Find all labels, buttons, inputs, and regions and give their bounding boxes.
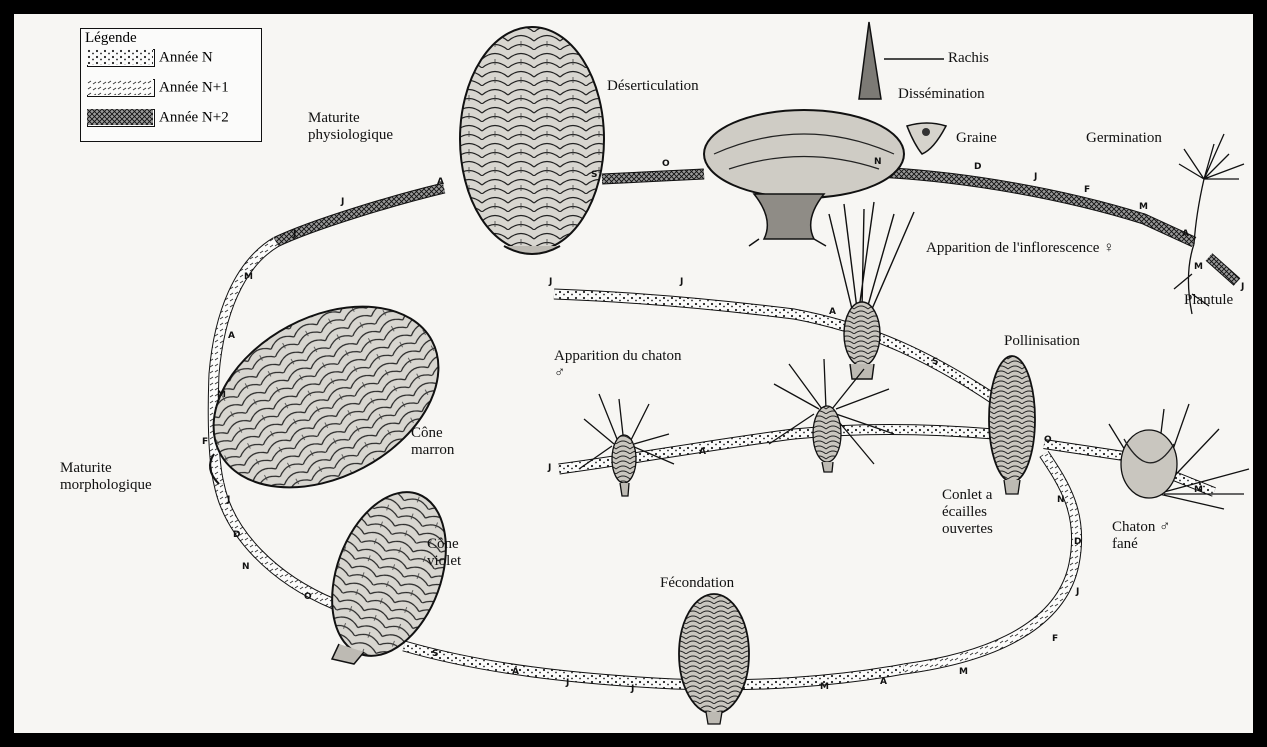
- label-maturite-physiologique: Maturite physiologique: [308, 110, 428, 144]
- tick-top-right-4: D: [974, 162, 981, 172]
- male-catkin-large-illustration: [769, 359, 894, 472]
- tick-top-right-7: M: [1139, 202, 1148, 212]
- tick-right-3: N: [1057, 495, 1065, 505]
- tick-top-right-5: J: [1033, 172, 1037, 182]
- tick-top-right-6: F: [1084, 185, 1090, 195]
- label-fecondation: Fécondation: [660, 575, 734, 592]
- tick-right-6: F: [1052, 634, 1058, 644]
- tick-plantule-1: M: [1194, 262, 1203, 272]
- tick-left-5: J: [226, 495, 230, 505]
- track-top-right: [602, 172, 1194, 242]
- male-catkin-small-illustration: [579, 394, 674, 496]
- legend-item-year-n: Année N: [87, 49, 213, 67]
- tick-left-1: M: [244, 272, 253, 282]
- tick-left-2: A: [228, 331, 235, 341]
- label-pollinisation: Pollinisation: [1004, 333, 1080, 350]
- tick-top-left-2: J: [340, 197, 344, 207]
- tick-bottom-7: M: [959, 667, 968, 677]
- tick-left-8: O: [304, 592, 312, 602]
- legend-item-year-n1: Année N+1: [87, 79, 229, 97]
- label-cone-marron: Cône marron: [411, 425, 466, 459]
- tick-left-4: F: [202, 437, 208, 447]
- label-apparition-chaton: Apparition du chaton ♂: [554, 348, 694, 382]
- legend-item-year-n2: Année N+2: [87, 109, 229, 127]
- tick-bottom-5: M: [820, 682, 829, 692]
- disseminating-cone-illustration: [704, 22, 944, 246]
- tick-right-1: O: [1044, 435, 1052, 445]
- label-conlet: Conlet a écailles ouvertes: [942, 487, 1022, 538]
- tick-left-6: D: [233, 530, 240, 540]
- label-deserticulation: Déserticulation: [607, 78, 699, 95]
- label-rachis: Rachis: [948, 50, 989, 67]
- legend-swatch-dashes: [87, 79, 155, 97]
- tick-chaton-1: J: [547, 463, 551, 473]
- tick-top-left-3: J: [292, 229, 296, 239]
- track-bottom: [404, 646, 904, 685]
- label-maturite-morphologique: Maturite morphologique: [60, 460, 180, 494]
- tick-top-right-2: O: [662, 159, 670, 169]
- legend-box: Légende Année N Année N+1 Année N+2: [80, 28, 262, 142]
- tick-middle-1: J: [548, 277, 552, 287]
- tick-right-5: J: [1075, 587, 1079, 597]
- track-middle: [554, 294, 994, 399]
- label-plantule: Plantule: [1184, 292, 1233, 309]
- seed-illustration: [907, 123, 946, 154]
- tick-top-left-1: A: [437, 177, 444, 187]
- tick-middle-2: J: [679, 277, 683, 287]
- label-germination: Germination: [1086, 130, 1162, 147]
- tick-bottom-3: J: [565, 678, 569, 688]
- track-top-left: [276, 188, 444, 242]
- legend-title: Légende: [85, 30, 137, 47]
- mature-cone-illustration: [460, 27, 604, 254]
- tick-left-7: N: [242, 562, 250, 572]
- tick-plantule-2: J: [1240, 282, 1244, 292]
- tick-right-2: M: [1194, 485, 1203, 495]
- label-cone-violet: Cône violet: [427, 536, 472, 570]
- tick-bottom-2: A: [512, 667, 519, 677]
- legend-swatch-crosshatch: [87, 109, 155, 127]
- tick-bottom-4: J: [630, 684, 634, 694]
- legend-swatch-dots: [87, 49, 155, 67]
- tick-left-3: M: [217, 390, 226, 400]
- tick-bottom-6: A: [880, 677, 887, 687]
- tick-bottom-1: S: [432, 649, 438, 659]
- tick-middle-4: S: [932, 357, 938, 367]
- tick-top-right-3: N: [874, 157, 882, 167]
- label-chaton-fane: Chaton ♂ fané: [1112, 519, 1172, 553]
- pollination-conelet-illustration: [989, 356, 1035, 494]
- label-graine: Graine: [956, 130, 997, 147]
- tick-chaton-2: A: [699, 447, 706, 457]
- tick-middle-3: A: [829, 307, 836, 317]
- track-bottom-left: [219, 484, 334, 604]
- tick-top-right-1: S: [591, 170, 597, 180]
- track-plantule: [1209, 257, 1237, 282]
- faded-catkin-illustration: [1109, 404, 1249, 509]
- diagram-frame: A J J M A M F J D N O S O N D J F M A M …: [12, 12, 1255, 735]
- tick-right-4: D: [1074, 537, 1081, 547]
- tick-top-right-8: A: [1182, 229, 1189, 239]
- label-apparition-inflorescence: Apparition de l'inflorescence ♀: [926, 240, 1116, 257]
- violet-cone-illustration: [311, 476, 467, 671]
- fecondation-cone-illustration: [679, 594, 749, 724]
- seedling-illustration: [1174, 134, 1244, 314]
- label-dissemination: Dissémination: [898, 86, 985, 103]
